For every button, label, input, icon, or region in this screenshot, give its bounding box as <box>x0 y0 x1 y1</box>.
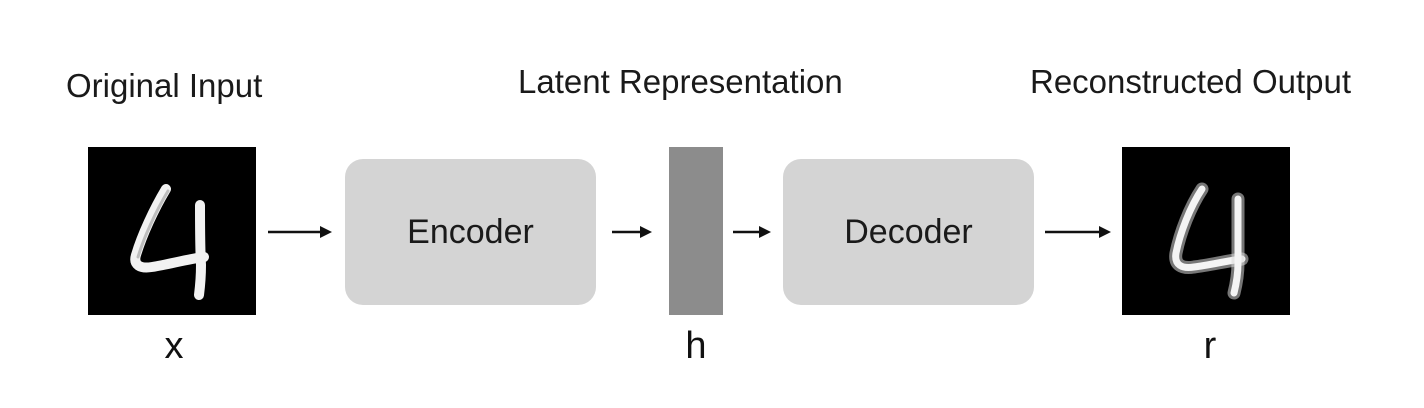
digit-four-output-icon <box>1169 182 1249 300</box>
encoder-block: Encoder <box>345 159 596 305</box>
original-input-heading: Original Input <box>66 67 263 104</box>
output-digit-image <box>1122 147 1290 315</box>
decoder-label: Decoder <box>844 212 973 251</box>
arrow-decoder-to-output <box>1045 222 1113 242</box>
latent-representation-heading: Latent Representation <box>518 63 843 100</box>
latent-representation-bar <box>669 147 723 315</box>
encoder-label: Encoder <box>407 212 534 251</box>
input-digit-image <box>88 147 256 315</box>
input-variable-label: x <box>164 325 184 367</box>
arrow-encoder-to-latent <box>612 222 654 242</box>
reconstructed-output-heading: Reconstructed Output <box>1030 63 1352 100</box>
output-variable-label: r <box>1203 325 1217 367</box>
latent-variable-label: h <box>685 325 707 367</box>
decoder-block: Decoder <box>783 159 1034 305</box>
digit-four-input-icon <box>130 184 209 300</box>
arrow-latent-to-decoder <box>733 222 773 242</box>
arrow-input-to-encoder <box>268 222 334 242</box>
